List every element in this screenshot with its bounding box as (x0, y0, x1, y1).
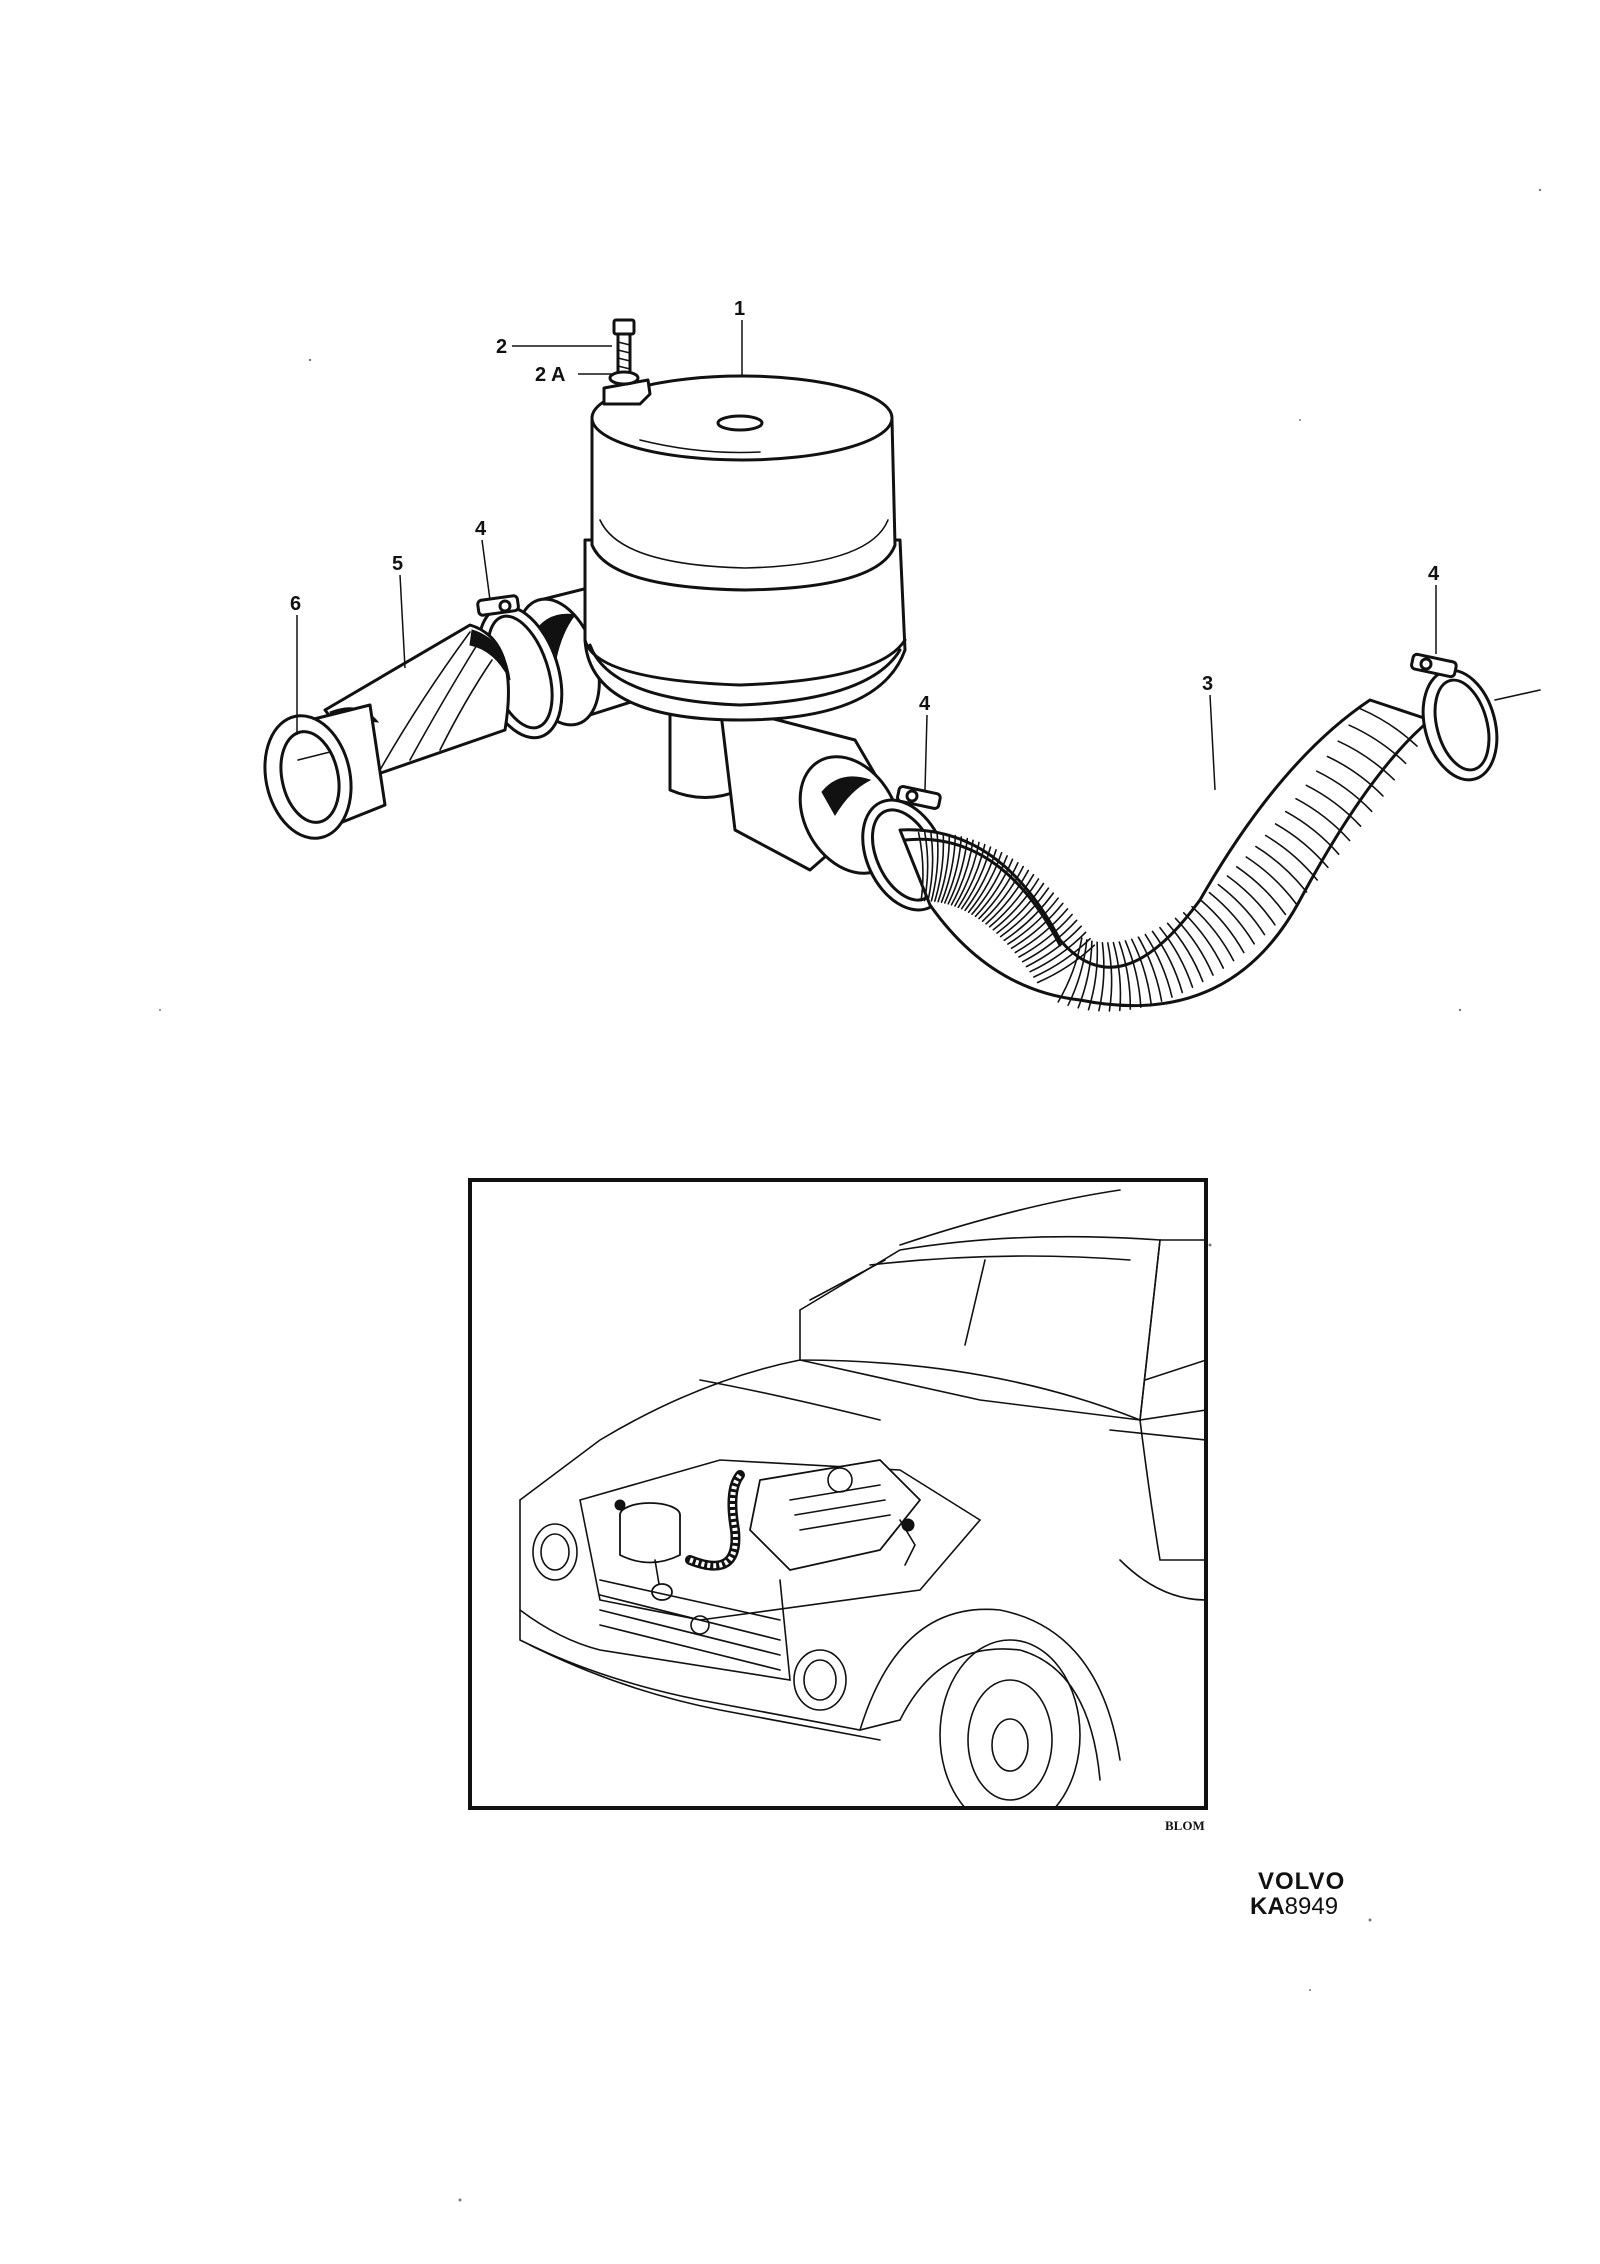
callout-4-left: 4 (475, 518, 487, 540)
diagram-code-prefix: KA (1250, 1893, 1285, 1920)
callout-2: 2 (496, 336, 507, 358)
hose-rib (1033, 937, 1091, 978)
hose-rib (1010, 902, 1064, 949)
hose-rib (1087, 941, 1099, 1011)
hose-rib (940, 834, 957, 903)
callout-4-middle: 4 (919, 693, 931, 715)
hose-rib (1236, 866, 1287, 916)
hose-rib (971, 855, 1008, 915)
hose-rib (964, 849, 997, 912)
hose-rib (1130, 938, 1152, 1006)
hose-rib (1191, 905, 1235, 962)
hose-rib (947, 837, 969, 905)
air-cleaner-assembly: 1 2 2 A 4 5 6 4 3 4 (263, 298, 1541, 1012)
hose-rib (1077, 940, 1093, 1009)
hose-rib (944, 836, 963, 904)
hose-rib (1014, 908, 1069, 954)
hose-rib (1337, 740, 1395, 781)
hose-rib (1144, 933, 1173, 998)
callout-1: 1 (734, 298, 745, 320)
car-front-illustration (519, 1189, 1204, 1806)
callout-3: 3 (1202, 673, 1213, 695)
part-1-air-cleaner-housing (583, 374, 907, 722)
hose-rib (1284, 810, 1340, 855)
part-4-hose-clamp-hose-end (1410, 652, 1541, 782)
hose-rib (937, 833, 951, 903)
callout-labels: 1 2 2 A 4 5 6 4 3 4 (290, 298, 1440, 715)
hose-rib (1029, 931, 1087, 973)
hose-rib (1208, 891, 1255, 945)
hose-rib (1151, 930, 1184, 994)
hose-rib (1226, 875, 1276, 926)
part-housing-lower-outlet (668, 688, 902, 875)
hose-rib (1316, 770, 1373, 813)
hose-rib (1118, 941, 1132, 1010)
hose-rib (1159, 926, 1194, 989)
hose-rib (974, 858, 1014, 918)
hose-rib (1036, 944, 1096, 984)
hose-rib (1003, 892, 1055, 942)
diagram-code: KA8949 (1250, 1893, 1338, 1921)
part-6-inlet-trumpet (263, 703, 387, 840)
callout-2a: 2 A (535, 364, 565, 386)
hose-rib (1067, 939, 1088, 1006)
hose-rib (1182, 912, 1225, 969)
hose-rib (1295, 797, 1351, 842)
hose-rib (1264, 834, 1318, 881)
hose-rib (1124, 940, 1142, 1008)
part-3-flexible-hose (898, 698, 1432, 1012)
hose-rib (1098, 942, 1105, 1012)
hose-rib (981, 865, 1024, 922)
hose-rib (950, 839, 974, 906)
hose-rib (1199, 899, 1245, 954)
hose-rib (1025, 925, 1082, 968)
inset-credit: BLOM (1165, 1818, 1205, 1833)
part-2-mounting-bolt (602, 318, 652, 406)
hose-rib (985, 869, 1030, 925)
hose-rib (957, 843, 986, 909)
hose-rib (1166, 922, 1204, 983)
hose-rib (1018, 913, 1073, 958)
hose-rib (1359, 707, 1418, 747)
hose-rib (1274, 823, 1329, 869)
hose-rib (996, 882, 1045, 934)
hose-rib (1174, 917, 1214, 976)
hose-rib (1326, 755, 1384, 797)
hose-rib (992, 878, 1040, 931)
hose-rib (1305, 784, 1362, 827)
hose-rib (1245, 856, 1297, 905)
hose-rib (960, 846, 992, 910)
hose-rib (1112, 941, 1122, 1012)
hose-rib (999, 887, 1050, 938)
callout-leader-lines (296, 320, 1437, 791)
hose-rib (1255, 845, 1308, 893)
callout-5: 5 (392, 553, 403, 575)
hose-rib (1137, 936, 1163, 1002)
hose-rib (1217, 883, 1266, 936)
hose-rib (978, 862, 1019, 920)
hose-rib (1007, 897, 1059, 945)
hose-rib (988, 873, 1035, 928)
hose-rib (954, 841, 980, 907)
hose-rib (1348, 724, 1407, 765)
hose-rib (1057, 937, 1083, 1003)
hose-rib (1107, 942, 1113, 1012)
diagram-code-number: 8949 (1284, 1893, 1339, 1920)
callout-6: 6 (290, 593, 301, 615)
hose-rib (967, 852, 1003, 913)
scan-speckles (159, 188, 1542, 2202)
brand-name: VOLVO (1258, 1868, 1346, 1895)
part-2a-washer (608, 370, 640, 386)
hose-rib (1021, 919, 1078, 963)
callout-4-right: 4 (1428, 563, 1440, 585)
vehicle-location-inset: BLOM (468, 1178, 1208, 1833)
